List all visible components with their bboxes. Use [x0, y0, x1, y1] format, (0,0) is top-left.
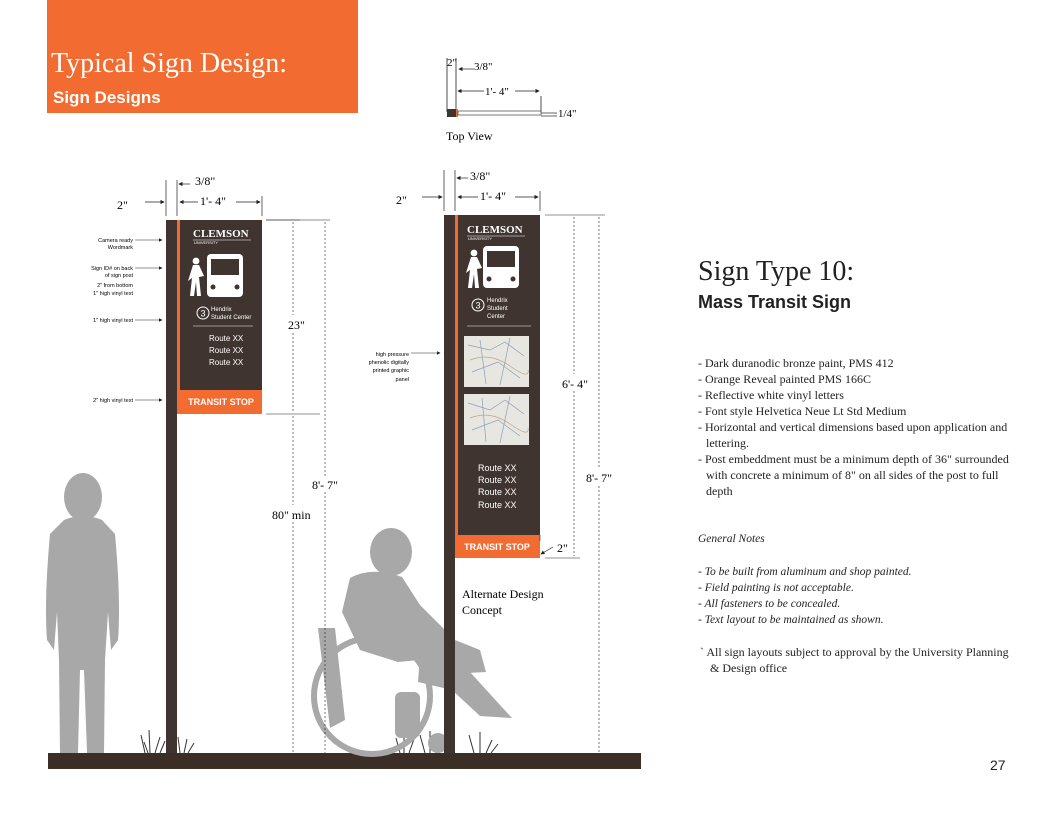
- callout-wordmark-1: Camera ready: [98, 238, 133, 244]
- callout-panel-1: high pressure: [376, 352, 409, 358]
- sign-b-wordmark: CLEMSON: [467, 224, 523, 236]
- top-view: 2" 3/8" 1'- 4" 1/4" Top View: [446, 57, 577, 143]
- sign-b-stop-name-1: Hendrix: [487, 298, 508, 304]
- callout-text-2in: 2" high vinyl text: [93, 398, 133, 404]
- sign-b-stop-number: 3: [475, 301, 480, 311]
- top-view-post: [447, 109, 456, 117]
- sign-b-stop-name-3: Center: [487, 314, 505, 320]
- sign-b-route-4: Route XX: [478, 500, 517, 510]
- sign-a-dim-post: 2": [117, 198, 128, 212]
- sign-b: CLEMSON UNIVERSITY 3 Hendrix Student Cen…: [369, 169, 612, 753]
- top-view-dim-width: 1'- 4": [485, 86, 509, 98]
- bus-icon: [188, 254, 243, 297]
- callout-signid-3: 2" from bottom: [97, 283, 133, 289]
- sign-b-caption-2: Concept: [462, 603, 503, 617]
- sign-a-wordmark-sub: UNIVERSITY: [194, 240, 218, 245]
- sign-type-title: Sign Type 10:: [698, 256, 855, 287]
- sign-a-route-2: Route XX: [209, 346, 244, 355]
- note-item: - Text layout to be maintained as shown.: [698, 614, 884, 626]
- spec-list: - Dark duranodic bronze paint, PMS 412 -…: [698, 355, 1018, 499]
- sign-b-band-text: TRANSIT STOP: [464, 542, 530, 552]
- sign-a-stop-name-1: Hendrix: [211, 307, 232, 313]
- approval-note: ` All sign layouts subject to approval b…: [700, 645, 1009, 675]
- sign-b-post: [444, 215, 455, 753]
- sign-b-dim-total-height: 8'- 7": [586, 471, 612, 485]
- sign-a-band: [180, 390, 262, 414]
- sign-b-callout: high pressure phenolic digitally printed…: [369, 351, 441, 383]
- sign-b-band: [458, 535, 540, 558]
- sign-a-stop-name-2: Student Center: [211, 315, 251, 321]
- sign-b-dim-panel-height: 6'- 4": [562, 377, 588, 391]
- spec-item: - Post embeddment must be a minimum dept…: [698, 452, 1009, 498]
- general-notes-title: General Notes: [698, 533, 765, 545]
- map-panel-1: [464, 336, 529, 387]
- sign-a-band-text: TRANSIT STOP: [188, 397, 254, 407]
- page-subtitle: Sign Designs: [53, 88, 161, 107]
- sign-a-route-3: Route XX: [209, 358, 244, 367]
- sign-b-dim-reveal: 3/8": [470, 169, 490, 183]
- sign-a-callouts: Camera ready Wordmark Sign ID# on back o…: [91, 238, 163, 404]
- sign-a-post: [166, 220, 177, 753]
- sign-b-stop-name-2: Student: [487, 306, 508, 312]
- sign-a-dim-width: 1'- 4": [200, 194, 226, 208]
- sign-type-subtitle: Mass Transit Sign: [698, 292, 852, 312]
- callout-text-1in: 1" high vinyl text: [93, 318, 133, 324]
- spec-item: - Horizontal and vertical dimensions bas…: [698, 420, 1008, 450]
- sign-b-wordmark-sub: UNIVERSITY: [468, 236, 492, 241]
- top-view-dim-post: 2": [447, 57, 457, 69]
- bus-icon-b: [466, 246, 519, 288]
- top-view-dim-reveal: 3/8": [474, 61, 493, 73]
- sign-b-route-1: Route XX: [478, 463, 517, 473]
- map-panel-2: [464, 394, 529, 445]
- sign-b-route-2: Route XX: [478, 475, 517, 485]
- standing-person-figure: [46, 473, 119, 753]
- callout-signid-1: Sign ID# on back: [91, 266, 133, 272]
- top-view-dim-thickness: 1/4": [558, 108, 577, 120]
- callout-wordmark-2: Wordmark: [108, 245, 134, 251]
- page-title: Typical Sign Design:: [51, 48, 288, 79]
- wheelchair-user-figure: [311, 528, 512, 757]
- callout-panel-2: phenolic digitally: [369, 360, 410, 366]
- spec-item: - Font style Helvetica Neue Lt Std Mediu…: [698, 404, 907, 418]
- sign-a-reveal: [177, 220, 180, 414]
- note-item: - Field painting is not acceptable.: [698, 582, 854, 594]
- sign-a-route-1: Route XX: [209, 334, 244, 343]
- general-notes-list: - To be built from aluminum and shop pai…: [698, 564, 998, 628]
- ground: [48, 753, 641, 769]
- sign-b-reveal: [455, 215, 458, 558]
- callout-signid-2: of sign post: [105, 273, 134, 279]
- callout-panel-4: panel: [396, 377, 409, 383]
- spec-item: - Dark duranodic bronze paint, PMS 412: [698, 356, 894, 370]
- sign-a-dim-clearance: 80" min: [272, 508, 311, 522]
- sign-b-route-3: Route XX: [478, 487, 517, 497]
- sign-b-dim-bottom: 2": [557, 541, 568, 555]
- note-item: - To be built from aluminum and shop pai…: [698, 566, 912, 578]
- sign-a-panel: [180, 220, 262, 390]
- sign-a: CLEMSON UNIVERSITY 3 Hendrix Student Cen…: [91, 174, 338, 753]
- sign-a-dim-total-height: 8'- 7": [312, 478, 338, 492]
- spec-item: - Reflective white vinyl letters: [698, 388, 844, 402]
- spec-item: - Orange Reveal painted PMS 166C: [698, 372, 871, 386]
- sign-b-dim-width: 1'- 4": [480, 189, 506, 203]
- callout-signid-4: 1" high vinyl text: [93, 291, 133, 297]
- sign-a-stop-number: 3: [200, 309, 205, 319]
- header-banner: Typical Sign Design: Sign Designs: [47, 0, 358, 113]
- sign-b-dim-post: 2": [396, 193, 407, 207]
- sign-a-wordmark: CLEMSON: [193, 228, 249, 240]
- note-item: - All fasteners to be concealed.: [698, 598, 841, 610]
- sign-a-dim-panel-height: 23": [288, 318, 305, 332]
- page-number: 27: [990, 757, 1006, 773]
- top-view-caption: Top View: [446, 129, 493, 143]
- callout-panel-3: printed graphic: [373, 368, 410, 374]
- sign-a-dim-reveal: 3/8": [195, 174, 215, 188]
- sign-b-caption-1: Alternate Design: [462, 587, 544, 601]
